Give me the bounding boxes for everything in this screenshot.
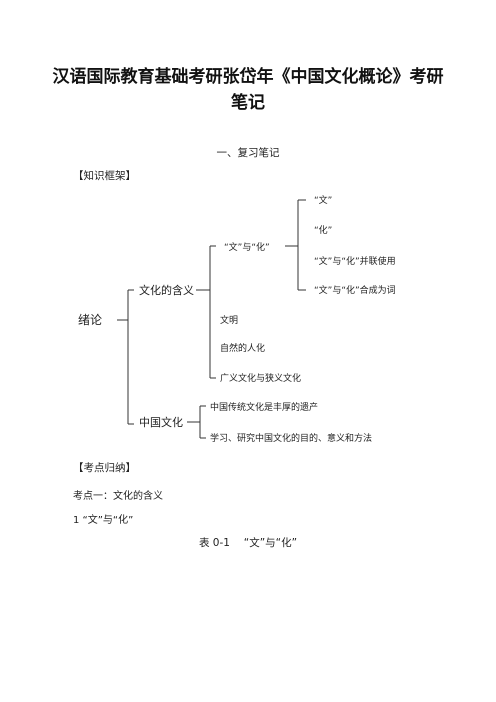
node-guangyi-xiayi: 广义文化与狭义文化	[220, 372, 301, 384]
section-heading: 一、复习笔记	[216, 147, 280, 159]
node-zhongguo-wenhua: 中国文化	[139, 415, 183, 429]
node-binglian: “文”与“化”并联使用	[314, 255, 396, 267]
table-caption: 表 0-1 “文”与“化”	[198, 537, 298, 549]
framework-label: 【知识框架】	[73, 170, 136, 182]
diagram-lines	[117, 199, 306, 439]
document-title-line2: 笔记	[231, 93, 265, 113]
node-wenhua-hanyi: 文化的含义	[139, 283, 194, 297]
node-wenming: 文明	[220, 314, 238, 326]
node-xuexi-yanjiu: 学习、研究中国文化的目的、意义和方法	[210, 432, 372, 444]
node-chuantong-yichan: 中国传统文化是丰厚的遗产	[210, 401, 318, 413]
node-ziran-renhua: 自然的人化	[220, 342, 265, 354]
node-hecheng: “文”与“化”合成为词	[314, 284, 396, 296]
document-title-line1: 汉语国际教育基础考研张岱年《中国文化概论》考研	[52, 67, 444, 87]
node-wen-yu-hua: “文”与“化”	[224, 241, 270, 253]
node-hua: “化”	[314, 224, 332, 236]
node-root: 绪论	[78, 313, 102, 327]
point-heading: 考点一：文化的含义	[73, 491, 163, 502]
subsection-heading: 1 “文”与“化”	[73, 515, 134, 526]
summary-label: 【考点归纳】	[73, 462, 136, 474]
node-wen: “文”	[314, 194, 332, 206]
